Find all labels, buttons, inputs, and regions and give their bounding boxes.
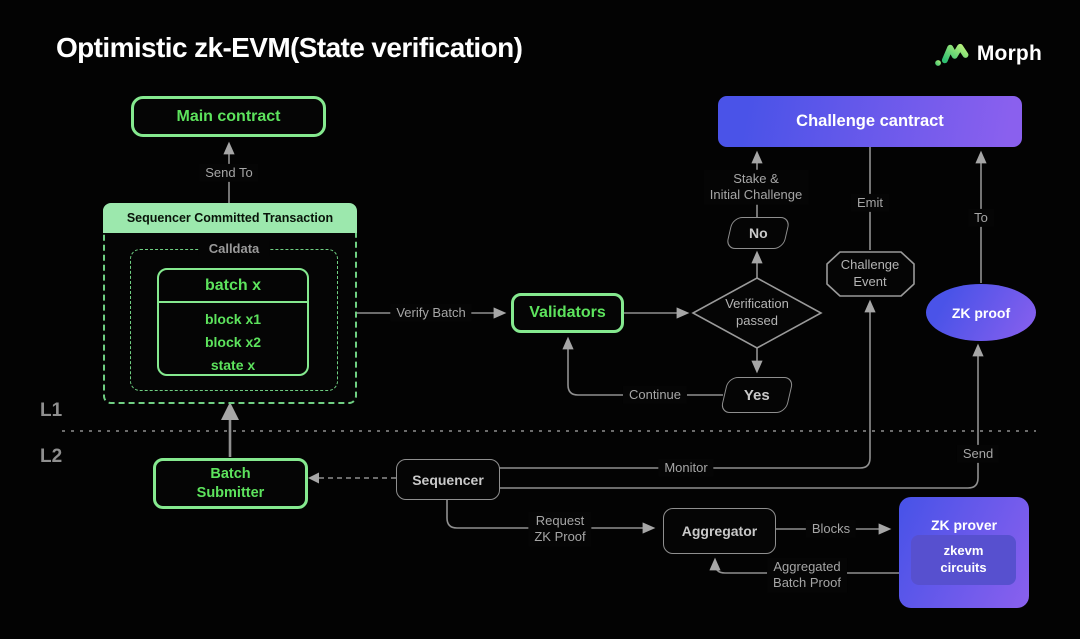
- aggregated-batch-proof-label: Aggregated Batch Proof: [767, 557, 847, 593]
- edge-send: [498, 343, 984, 489]
- edge-monitor: [498, 299, 876, 469]
- monitor-label: Monitor: [658, 458, 714, 478]
- edge-continue: [562, 336, 723, 396]
- zk-prover-node: ZK prover zkevm circuits: [899, 497, 1029, 608]
- send-label: Send: [956, 444, 1000, 464]
- batch-submitter-node: Batch Submitter: [153, 458, 308, 509]
- seq-to-submitter-arrowhead: [308, 472, 319, 484]
- sequencer-label: Sequencer: [412, 471, 484, 488]
- decision-diamond: [691, 277, 823, 349]
- emit-label: Emit: [851, 193, 889, 213]
- challenge-event-hexagon: [826, 251, 915, 297]
- to-label: To: [968, 208, 994, 228]
- sct-header: Sequencer Committed Transaction: [103, 203, 357, 233]
- zkevm-circuits-node: zkevm circuits: [911, 535, 1016, 585]
- edge-request-zk-proof: [446, 498, 656, 534]
- main-contract-node: Main contract: [131, 96, 326, 137]
- batch-submit-arrowhead: [221, 402, 239, 420]
- zkevm-circuits-label: zkevm circuits: [940, 543, 987, 575]
- challenge-event-label: Challenge Event: [840, 257, 900, 289]
- calldata-label: Calldata: [198, 241, 270, 256]
- main-contract-label: Main contract: [176, 107, 281, 125]
- sequencer-committed-transaction-container: Sequencer Committed Transaction Calldata…: [103, 203, 357, 404]
- yes-label: Yes: [744, 386, 770, 404]
- challenge-contract-label: Challenge cantract: [796, 112, 944, 130]
- layer-l2-label: L2: [40, 446, 63, 467]
- challenge-contract-node: Challenge cantract: [718, 96, 1022, 147]
- batch-x-label: batch x: [159, 270, 307, 303]
- edge-aggregated-batch-proof: [709, 557, 899, 574]
- yes-node: Yes: [719, 377, 795, 413]
- sequencer-node: Sequencer: [396, 459, 500, 500]
- send-to-label: Send To: [199, 163, 259, 183]
- blocks-label: Blocks: [805, 519, 857, 539]
- no-node: No: [725, 217, 791, 249]
- zk-proof-node: ZK proof: [926, 284, 1036, 341]
- page-title: Optimistic zk-EVM(State verification): [56, 32, 523, 63]
- zk-prover-label: ZK prover: [930, 517, 998, 533]
- batch-item-block-x1: block x1: [204, 310, 262, 327]
- validators-label: Validators: [529, 304, 606, 321]
- aggregator-node: Aggregator: [663, 508, 776, 554]
- brand-name: Morph: [976, 42, 1042, 65]
- stake-initial-challenge-label: Stake & Initial Challenge: [703, 169, 809, 205]
- request-zk-proof-label: Request ZK Proof: [528, 511, 592, 547]
- aggregator-label: Aggregator: [681, 523, 758, 539]
- zk-proof-label: ZK proof: [951, 304, 1011, 321]
- sct-header-label: Sequencer Committed Transaction: [126, 211, 334, 225]
- batch-item-block-x2: block x2: [204, 333, 262, 350]
- batch-item-state-x: state x: [210, 356, 256, 373]
- batch-items: block x1 block x2 state x: [159, 303, 307, 376]
- verify-batch-label: Verify Batch: [390, 303, 472, 323]
- batch-submitter-label: Batch Submitter: [196, 466, 265, 501]
- continue-label: Continue: [622, 385, 688, 405]
- layer-l1-label: L1: [40, 400, 63, 421]
- calldata-container: Calldata batch x block x1 block x2 state…: [130, 241, 338, 391]
- brand: Morph: [934, 40, 1042, 68]
- batch-x-node: batch x block x1 block x2 state x: [157, 268, 309, 376]
- verification-passed-label: Verification passed: [725, 296, 789, 328]
- no-label: No: [748, 225, 768, 241]
- morph-logo-icon: [935, 43, 969, 66]
- validators-node: Validators: [511, 293, 624, 333]
